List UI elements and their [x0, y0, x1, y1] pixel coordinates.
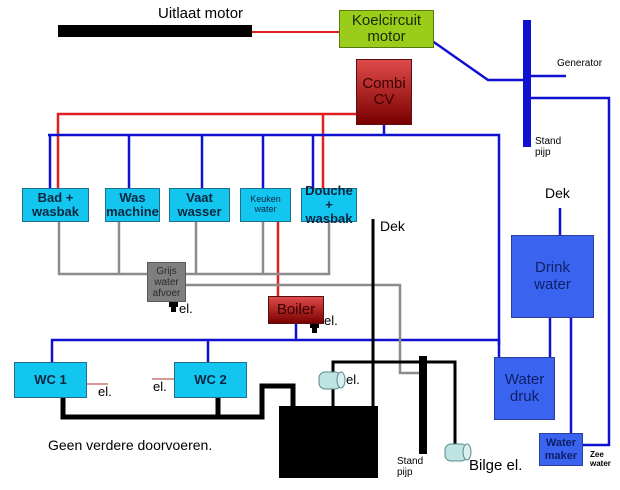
dek-center-label: Dek	[380, 218, 405, 234]
grey-water-collector	[57, 222, 331, 276]
generator-label: Generator	[557, 58, 603, 69]
label-text: pijp	[535, 147, 551, 158]
label-text: pijp	[397, 467, 413, 478]
holding-tank	[279, 406, 378, 478]
douche-wasbak-box: Douche +wasbak	[301, 183, 357, 226]
exhaust-pipe	[58, 25, 252, 37]
box-text: water	[254, 204, 277, 214]
box-text: water	[534, 275, 571, 293]
box-text: wasser	[177, 204, 222, 219]
box-text: Drink	[534, 259, 570, 276]
box-text: Douche +	[305, 182, 353, 212]
standpipe-bottom	[419, 356, 427, 454]
box-text: Bad +	[37, 189, 74, 205]
hot-water-line	[56, 112, 357, 188]
wc1-box: WC 1	[14, 362, 87, 398]
el-pump-label: el.	[346, 372, 360, 387]
label-text: Stand	[397, 456, 424, 467]
label-text: water	[590, 458, 611, 468]
box-text: wasbak	[32, 204, 79, 219]
box-text: Boiler	[276, 300, 316, 318]
box-text: wasbak	[305, 211, 353, 227]
note-label: Geen verdere doorvoeren.	[48, 437, 213, 453]
bilge-label: Bilge el.	[469, 457, 523, 474]
black-water-pipe	[60, 383, 296, 420]
bilge-pump-icon	[444, 443, 472, 462]
cooling-to-standpipe-line	[427, 36, 524, 82]
label-text: Stand	[535, 136, 562, 147]
box-text: Water	[545, 437, 577, 450]
box-text: maker	[544, 449, 578, 462]
el-wc2-label: el.	[153, 379, 167, 394]
box-text: Keuken	[250, 194, 281, 205]
box-text: CV	[373, 91, 395, 108]
boiler-box: Boiler	[268, 296, 324, 324]
box-text: motor	[367, 28, 406, 45]
box-text: druk	[509, 387, 540, 405]
box-text: water	[154, 276, 179, 288]
el-grijs-label: el.	[179, 301, 193, 316]
box-text: machine	[106, 204, 159, 219]
box-text: Water	[504, 371, 545, 388]
box-text: Vaat	[186, 189, 213, 205]
tank-pump-icon	[318, 371, 346, 390]
el-boiler-label: el.	[324, 313, 338, 328]
box-text: Grijs	[156, 265, 177, 277]
grey-discharge-line	[185, 283, 420, 375]
uitlaat-motor-label: Uitlaat motor	[158, 5, 244, 22]
dek-right-label: Dek	[545, 185, 570, 201]
box-text: Koelcircuit	[351, 11, 422, 29]
box-text: WC 2	[194, 371, 227, 387]
standpipe-top-label: Stand pijp	[535, 136, 561, 158]
box-text: Was	[119, 189, 146, 205]
box-text: afvoer	[152, 287, 181, 299]
standpipe-bottom-label: Stand pijp	[397, 456, 423, 478]
box-text: Combi	[362, 74, 406, 92]
wc2-box: WC 2	[174, 362, 247, 398]
standpipe-top	[523, 20, 531, 147]
label-text: Zee	[590, 450, 604, 459]
lower-fresh-water-line	[50, 338, 499, 362]
standpipe-to-watermaker-line	[531, 96, 611, 447]
bad-wasbak-box: Bad +wasbak	[22, 188, 89, 222]
box-text: WC 1	[34, 371, 67, 387]
zee-water-label: Zee water	[590, 450, 611, 469]
plug-icon-boiler	[310, 323, 319, 333]
el-wc1-label: el.	[98, 384, 112, 399]
fresh-water-manifold	[48, 133, 501, 345]
plug-icon-grijs	[169, 302, 178, 312]
